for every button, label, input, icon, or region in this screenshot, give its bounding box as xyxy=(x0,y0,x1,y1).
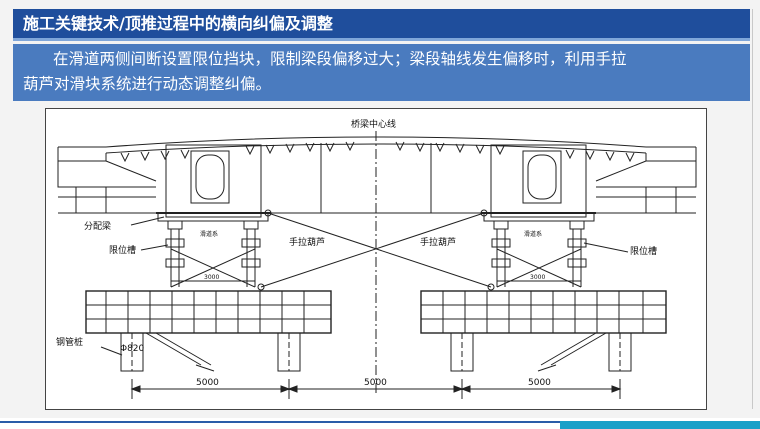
left-box-opening xyxy=(195,154,225,200)
label-limit-slot-right: 限位槽 xyxy=(630,245,657,257)
label-5000-left: 5000 xyxy=(196,378,219,388)
frame-right-rule xyxy=(752,9,753,409)
label-pile-diameter: Φ820 xyxy=(120,344,145,354)
label-3000-left: 3000 xyxy=(204,274,219,281)
label-hoist-left: 手拉葫芦 xyxy=(289,236,325,248)
label-slide-right: 滑道系 xyxy=(524,230,542,238)
body-line-1: 在滑道两侧间断设置限位挡块，限制梁段偏移过大；梁段轴线发生偏移时，利用手拉 xyxy=(53,50,627,68)
label-bridge-centerline: 桥梁中心线 xyxy=(351,118,396,130)
body-line-2: 葫芦对滑块系统进行动态调整纠偏。 xyxy=(23,75,272,93)
body-text-box: 在滑道两侧间断设置限位挡块，限制梁段偏移过大；梁段轴线发生偏移时，利用手拉 葫芦… xyxy=(13,44,750,101)
deck-ribs xyxy=(120,141,635,163)
right-distribution-beam xyxy=(483,212,595,222)
right-box-opening xyxy=(527,154,557,200)
deck-top xyxy=(105,136,647,148)
right-pile-cap xyxy=(420,290,667,334)
right-support-columns xyxy=(491,220,587,288)
label-limit-slot-left: 限位槽 xyxy=(109,244,136,256)
steel-piles xyxy=(120,332,632,372)
title-accent-line xyxy=(13,38,750,41)
left-distribution-beam xyxy=(157,212,269,222)
engineering-drawing: 桥梁中心线 分配梁 限位槽 限位槽 手拉葫芦 手拉葫芦 滑道系 滑道系 3000… xyxy=(45,108,707,410)
left-pile-cap xyxy=(85,290,332,334)
label-5000-right: 5000 xyxy=(528,378,551,388)
footer-blue-line xyxy=(0,421,560,423)
label-5000-mid: 5000 xyxy=(364,378,387,388)
footer-teal-accent xyxy=(560,421,760,429)
label-hoist-right: 手拉葫芦 xyxy=(420,236,456,248)
label-3000-right: 3000 xyxy=(530,274,545,281)
footer-bar xyxy=(0,418,760,429)
label-steel-pipe-pile: 钢管桩 xyxy=(56,336,83,348)
slide-title: 施工关键技术/顶推过程中的横向纠偏及调整 xyxy=(13,9,750,38)
right-box-girder xyxy=(490,144,587,218)
dimension-line xyxy=(130,379,622,399)
left-box-girder xyxy=(165,144,262,218)
label-distribution-beam: 分配梁 xyxy=(84,220,111,232)
drawing-svg: 桥梁中心线 分配梁 限位槽 限位槽 手拉葫芦 手拉葫芦 滑道系 滑道系 3000… xyxy=(56,118,697,399)
hoist-cables xyxy=(257,209,495,291)
label-slide-left: 滑道系 xyxy=(200,230,218,238)
